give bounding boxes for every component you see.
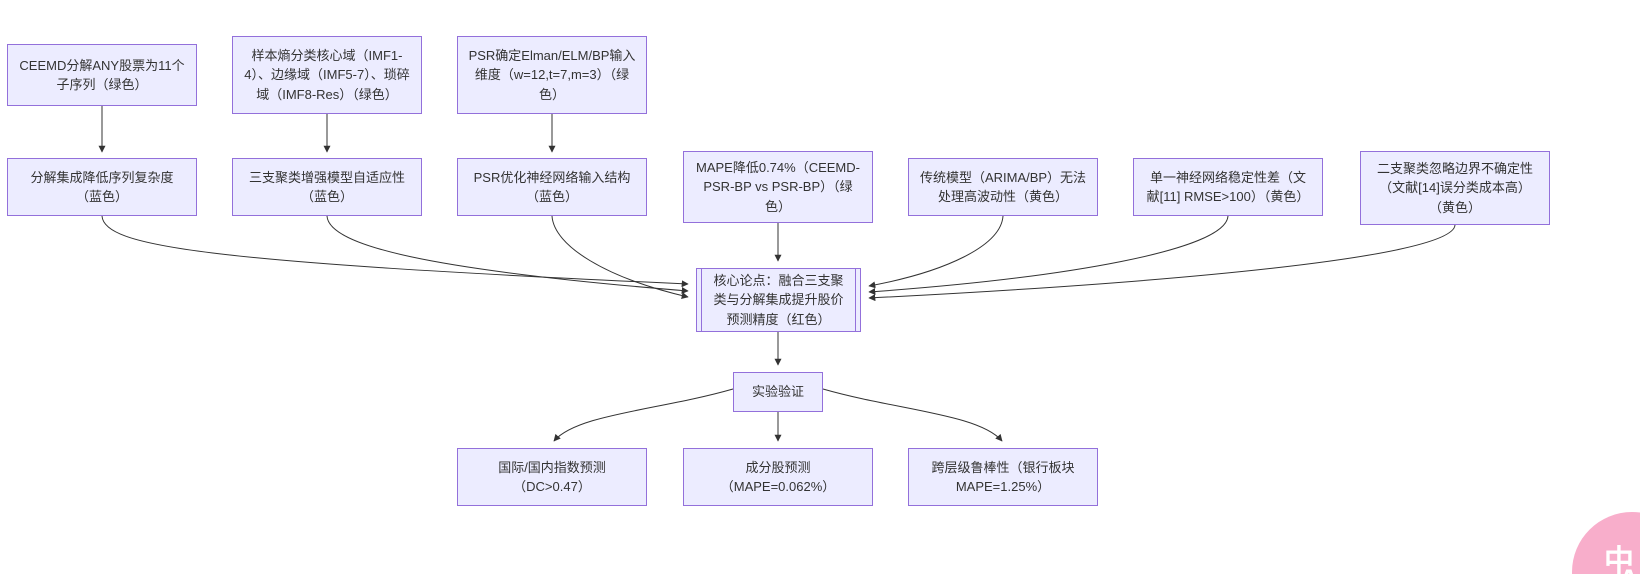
node-label: 单一神经网络稳定性差（文献[11] RMSE>100）（黄色） [1146,169,1310,205]
node-label: 成分股预测（MAPE=0.062%） [720,459,836,495]
node-traditional-models: 传统模型（ARIMA/BP）无法处理高波动性（黄色） [908,158,1098,216]
node-psr-dimension: PSR确定Elman/ELM/BP输入维度（w=12,t=7,m=3）（绿色） [457,36,647,114]
edge-experiment-indexpred [553,388,734,442]
edge-twoway-core [868,224,1456,302]
edge-psropt-core [551,215,689,299]
translate-button[interactable]: 中 A [1572,512,1640,574]
node-label: 三支聚类增强模型自适应性（蓝色） [248,169,405,205]
node-two-way-clustering: 二支聚类忽略边界不确定性（文献[14]误分类成本高）（黄色） [1360,151,1550,225]
translate-icon: A [1618,564,1640,574]
node-experiment-validation: 实验验证 [733,372,823,412]
node-label: 核心论点：融合三支聚类与分解集成提升股价预测精度（红色） [713,272,844,327]
node-psr-optimize: PSR优化神经网络输入结构（蓝色） [457,158,647,216]
node-label: MAPE降低0.74%（CEEMD-PSR-BP vs PSR-BP）（绿色） [696,159,860,214]
node-core-thesis: 核心论点：融合三支聚类与分解集成提升股价预测精度（红色） [696,268,861,332]
node-label: 实验验证 [751,384,804,400]
node-label: CEEMD分解ANY股票为11个子序列（绿色） [19,57,185,93]
node-decomposition-ensemble: 分解集成降低序列复杂度（蓝色） [7,158,197,216]
node-label: 跨层级鲁棒性（银行板块MAPE=1.25%） [931,459,1075,495]
node-label: 分解集成降低序列复杂度（蓝色） [30,169,174,205]
edge-singlenn-core [868,215,1229,296]
node-label: 传统模型（ARIMA/BP）无法处理高波动性（黄色） [919,169,1087,205]
node-three-way-clustering: 三支聚类增强模型自适应性（蓝色） [232,158,422,216]
node-label: PSR优化神经网络输入结构（蓝色） [473,169,631,205]
node-label: 样本熵分类核心域（IMF1-4）、边缘域（IMF5-7）、琐碎域（IMF8-Re… [244,47,410,102]
node-mape-reduction: MAPE降低0.74%（CEEMD-PSR-BP vs PSR-BP）（绿色） [683,151,873,223]
node-label: 二支聚类忽略边界不确定性（文献[14]误分类成本高）（黄色） [1376,160,1533,215]
edge-decomp-core [101,215,689,288]
translate-icon: 中 [1604,545,1634,574]
node-ceemd-decompose: CEEMD分解ANY股票为11个子序列（绿色） [7,44,197,106]
node-label: PSR确定Elman/ELM/BP输入维度（w=12,t=7,m=3）（绿色） [468,47,636,102]
node-sample-entropy: 样本熵分类核心域（IMF1-4）、边缘域（IMF5-7）、琐碎域（IMF8-Re… [232,36,422,114]
node-stock-prediction: 成分股预测（MAPE=0.062%） [683,448,873,506]
node-index-prediction: 国际/国内指数预测（DC>0.47） [457,448,647,506]
node-label: 国际/国内指数预测（DC>0.47） [498,459,606,495]
edge-traditional-core [868,215,1004,289]
edge-experiment-robust [822,388,1003,442]
node-robustness: 跨层级鲁棒性（银行板块MAPE=1.25%） [908,448,1098,506]
edge-threeway-core [326,215,689,294]
node-single-nn-stability: 单一神经网络稳定性差（文献[11] RMSE>100）（黄色） [1133,158,1323,216]
